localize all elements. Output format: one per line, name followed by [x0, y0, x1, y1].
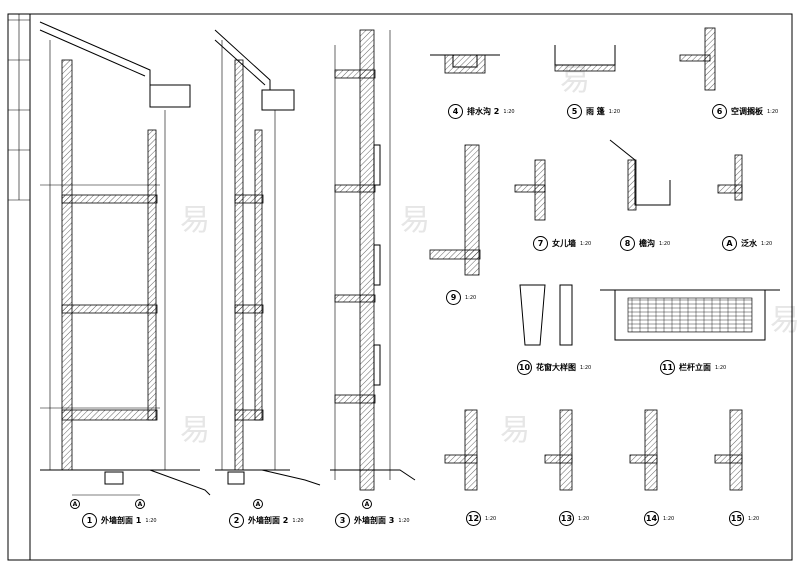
axis-label: A: [253, 499, 263, 509]
detail-scale: 1:20: [145, 517, 157, 524]
detail-number: 8: [620, 236, 635, 251]
detail-scale: 1:20: [767, 108, 779, 115]
detail-title: 外墙剖面 3: [354, 516, 395, 525]
detail-5-drawing: [554, 45, 616, 72]
detail-scale: 1:20: [580, 240, 592, 247]
title-strip: [8, 14, 30, 201]
detail-scale: 1:20: [465, 294, 477, 301]
detail-number: 14: [644, 511, 659, 526]
svg-text:易: 易: [770, 303, 800, 338]
detail-number: A: [722, 236, 737, 251]
details-12-15-drawings: [444, 409, 743, 491]
detail-label-a: A 泛水 1:20: [722, 236, 772, 251]
detail-title: 空调搁板: [731, 107, 763, 116]
detail-scale: 1:20: [761, 240, 773, 247]
detail-label-8: 8 檐沟 1:20: [620, 236, 670, 251]
detail-scale: 1:20: [503, 108, 515, 115]
svg-text:易: 易: [180, 203, 210, 238]
detail-scale: 1:20: [608, 108, 621, 115]
detail-number: 6: [712, 104, 727, 119]
detail-number: 12: [466, 511, 481, 526]
axis-marker: A: [362, 499, 372, 509]
svg-text:易: 易: [180, 413, 210, 448]
detail-scale: 1:20: [748, 515, 760, 522]
wall-section-3: [330, 29, 416, 491]
detail-title: 泛水: [741, 239, 757, 248]
detail-scale: 1:20: [663, 515, 675, 522]
detail-scale: 1:20: [398, 517, 410, 524]
detail-scale: 1:20: [659, 240, 671, 247]
detail-11-drawing: [600, 289, 780, 341]
axis-label: A: [362, 499, 372, 509]
detail-label-9: 9 1:20: [446, 290, 476, 305]
detail-scale: 1:20: [580, 364, 592, 371]
detail-title: 花窗大样图: [536, 363, 576, 372]
detail-8-drawing: [609, 139, 671, 211]
detail-label-7: 7 女儿墙 1:20: [533, 236, 591, 251]
detail-label-15: 15 1:20: [729, 511, 759, 526]
detail-title: 外墙剖面 2: [248, 516, 289, 525]
sheet-border: [7, 13, 793, 561]
axis-marker: A: [135, 499, 145, 509]
axis-marker: A: [253, 499, 263, 509]
axis-marker: A: [70, 499, 80, 509]
detail-label-11: 11 栏杆立面 1:20: [660, 360, 726, 375]
svg-text:易: 易: [500, 413, 530, 448]
detail-title: 女儿墙: [552, 239, 576, 248]
detail-label-6: 6 空调搁板 1:20: [712, 104, 778, 119]
detail-7-drawing: [514, 159, 546, 221]
detail-title: 檐沟: [639, 239, 655, 248]
detail-scale: 1:20: [485, 515, 497, 522]
wall-section-1: [39, 21, 211, 496]
detail-scale: 1:20: [292, 517, 304, 524]
detail-number: 10: [517, 360, 532, 375]
watermarks: 易易 易易 易易: [180, 63, 800, 448]
detail-number: 3: [335, 513, 350, 528]
detail-label-10: 10 花窗大样图 1:20: [517, 360, 591, 375]
detail-label-14: 14 1:20: [644, 511, 674, 526]
drawing-frame: [29, 13, 793, 561]
detail-number: 15: [729, 511, 744, 526]
detail-number: 5: [567, 104, 582, 119]
detail-4-drawing: [430, 54, 500, 74]
detail-title: 排水沟 2: [467, 107, 500, 116]
detail-scale: 1:20: [578, 515, 590, 522]
detail-number: 11: [660, 360, 675, 375]
detail-label-12: 12 1:20: [466, 511, 496, 526]
detail-scale: 1:20: [715, 364, 727, 371]
detail-title: 雨 篷: [586, 107, 605, 116]
detail-number: 7: [533, 236, 548, 251]
detail-10-drawing: [519, 284, 573, 346]
detail-9-drawing: [429, 144, 481, 276]
detail-number: 4: [448, 104, 463, 119]
axis-label: A: [135, 499, 145, 509]
detail-number: 9: [446, 290, 461, 305]
detail-a-drawing: [717, 154, 743, 201]
detail-number: 2: [229, 513, 244, 528]
detail-number: 13: [559, 511, 574, 526]
detail-6-drawing: [679, 27, 716, 91]
wall-section-2: [214, 29, 321, 486]
detail-number: 1: [82, 513, 97, 528]
svg-text:易: 易: [400, 203, 430, 238]
detail-label-13: 13 1:20: [559, 511, 589, 526]
detail-title: 栏杆立面: [679, 363, 711, 372]
detail-title: 外墙剖面 1: [101, 516, 142, 525]
axis-label: A: [70, 499, 80, 509]
